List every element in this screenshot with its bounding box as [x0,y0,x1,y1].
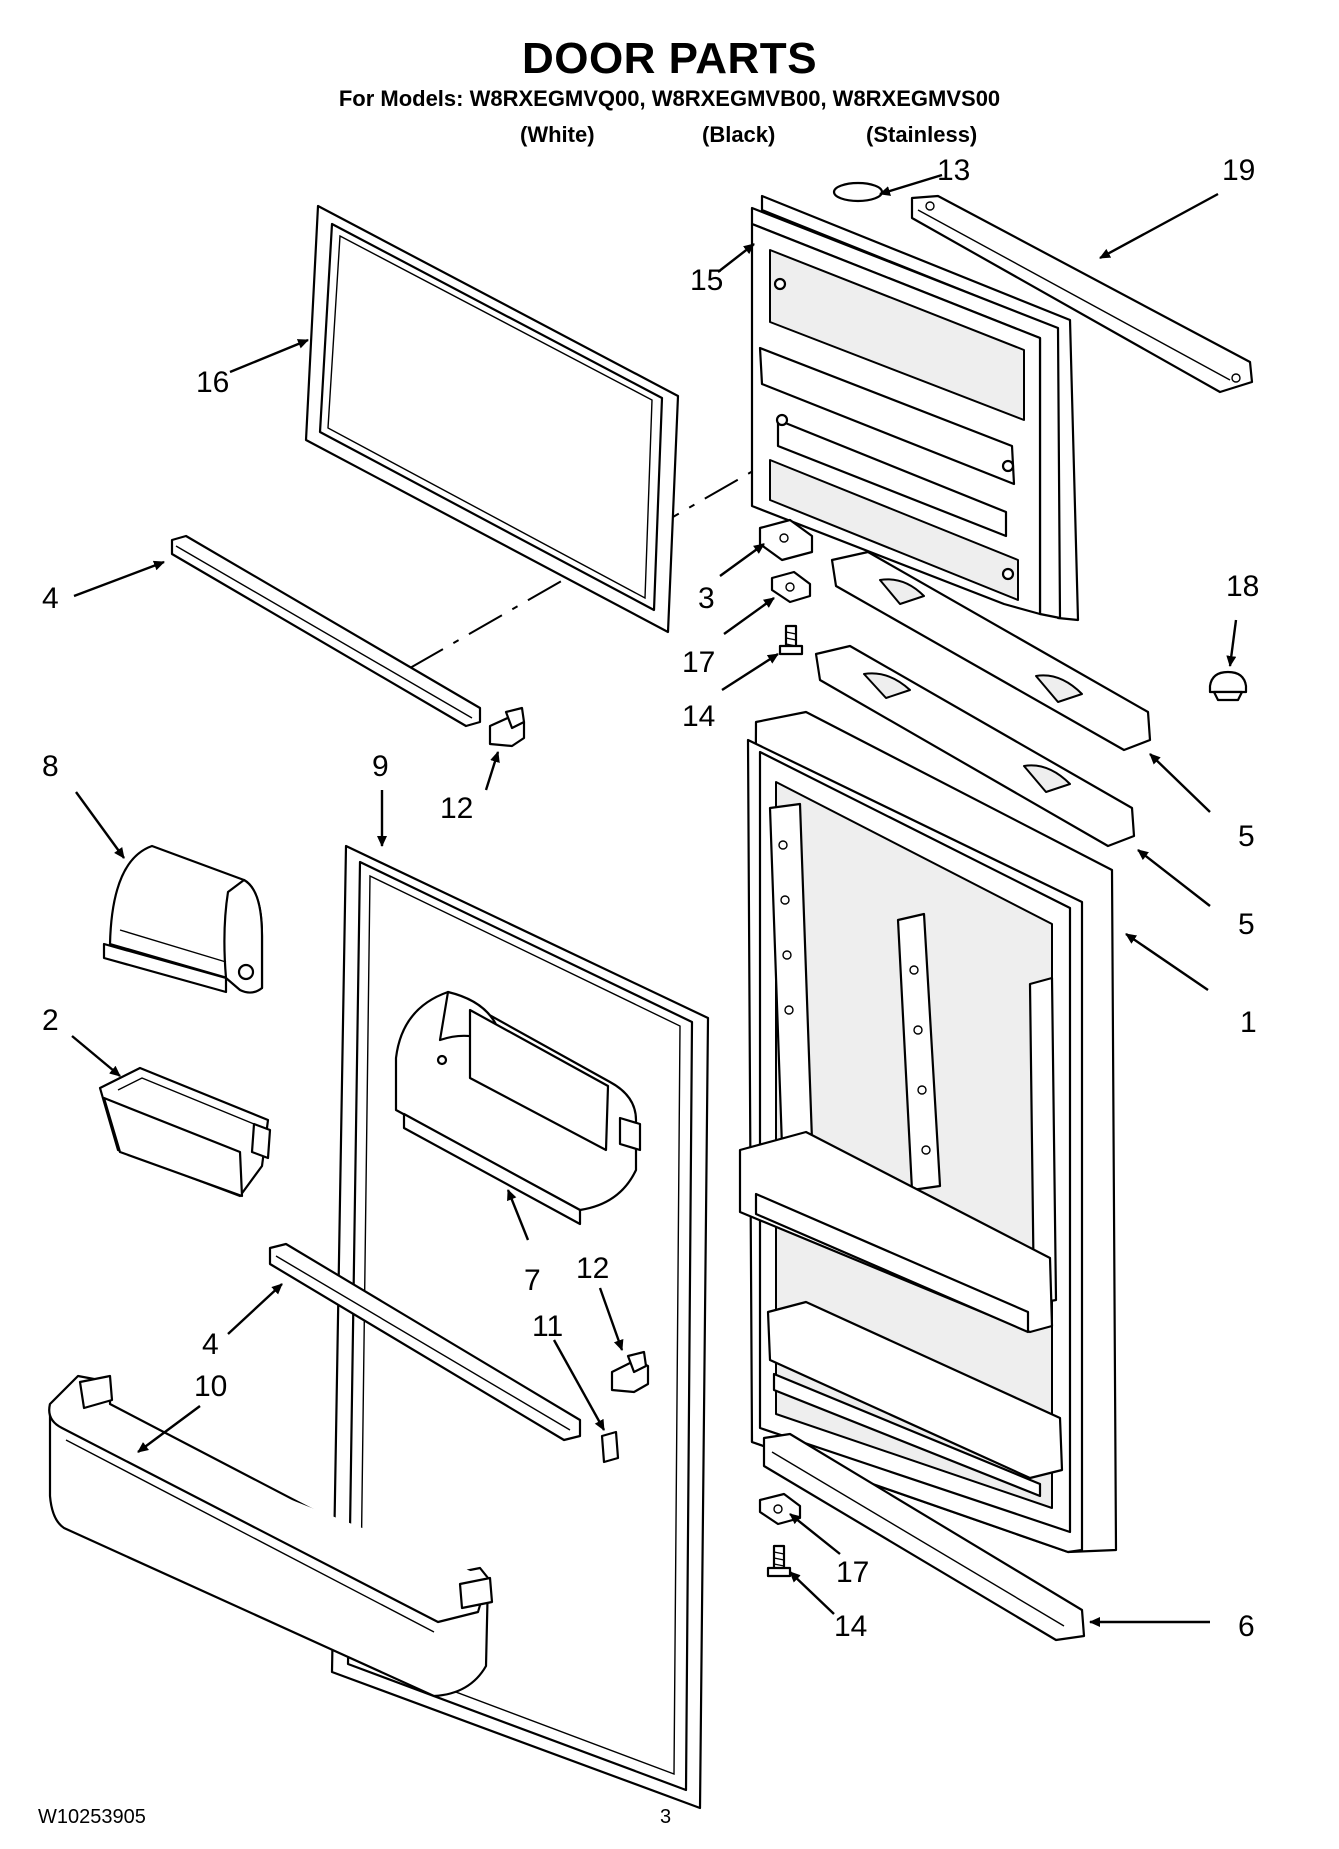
part-16-freezer-gasket [304,204,680,634]
callout-14-lower: 14 [834,1610,867,1643]
callout-3: 3 [698,582,715,615]
callout-19: 19 [1222,154,1255,187]
part-14-screw-top [778,624,804,656]
part-2-small-bin [98,1066,272,1198]
callout-5-lower: 5 [1238,908,1255,941]
callout-1: 1 [1240,1006,1257,1039]
callout-4-upper: 4 [42,582,59,615]
callout-14-upper: 14 [682,700,715,733]
part-4-trim-upper [170,534,482,728]
part-8-dairy-compartment [102,844,264,994]
part-12-clip-upper [488,706,526,748]
part-10-door-bin [48,1374,494,1698]
part-15-freezer-door [750,194,1080,622]
callout-6: 6 [1238,1610,1255,1643]
part-18-plug-button [1208,670,1248,702]
callout-4-lower: 4 [202,1328,219,1361]
callout-15: 15 [690,264,723,297]
callout-16: 16 [196,366,229,399]
callout-12-lower: 12 [576,1252,609,1285]
page-number: 3 [660,1806,672,1828]
page-title: DOOR PARTS [521,34,818,83]
callout-5-upper: 5 [1238,820,1255,853]
part-14-screw-bottom [766,1544,792,1578]
part-6-bottom-hinge-cover [762,1432,1086,1642]
callout-7: 7 [524,1264,541,1297]
callout-11: 11 [532,1310,563,1343]
callout-17-lower: 17 [836,1556,869,1589]
part-1-refrigerator-door [738,710,1118,1554]
variant-black: (Black) [702,122,776,147]
callout-18: 18 [1226,570,1259,603]
callout-12-upper: 12 [440,792,473,825]
part-7-bin [394,990,642,1226]
callout-17-upper: 17 [682,646,715,679]
part-13-plug [832,181,884,203]
document-code: W10253905 [38,1806,146,1828]
variant-stainless: (Stainless) [866,122,978,147]
callout-13: 13 [937,154,970,187]
callout-8: 8 [42,750,59,783]
part-17-hinge-shim-top [770,570,812,604]
callout-10: 10 [194,1370,227,1403]
leader-arrows [71,173,1238,1627]
part-11-stop [600,1430,620,1464]
models-subtitle: For Models: W8RXEGMVQ00, W8RXEGMVB00, W8… [338,86,1001,111]
part-5-handle-upper [830,550,1152,752]
part-17-hinge-shim-bottom [758,1492,802,1526]
part-5-handle-lower [814,644,1136,848]
part-12-clip-lower [610,1350,650,1394]
variant-white: (White) [520,122,595,147]
callout-2: 2 [42,1004,59,1037]
part-4-trim-lower [268,1242,582,1442]
part-19-top-hinge-cover [910,194,1254,394]
callout-labels: 13 19 15 16 4 3 17 14 18 8 9 12 5 5 1 2 … [42,154,1259,1643]
callout-9: 9 [372,750,389,783]
